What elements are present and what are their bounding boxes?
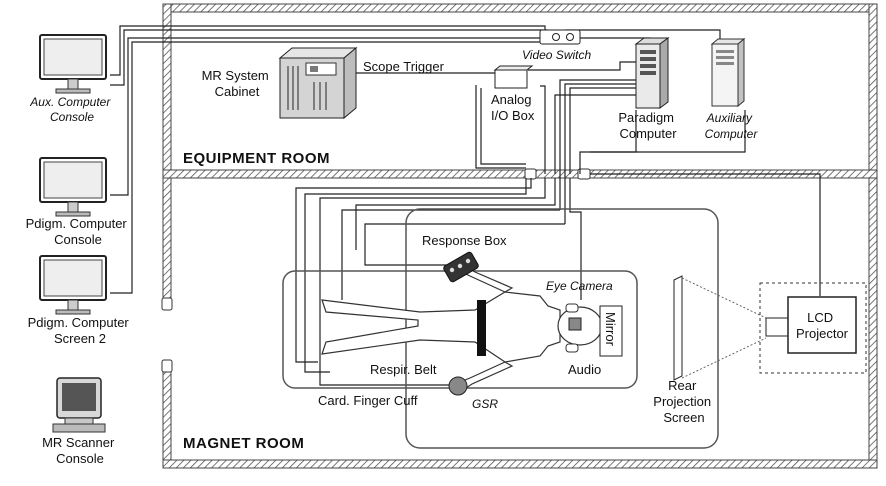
rear-screen [673, 275, 683, 381]
paradigm-tower-computer-icon [634, 37, 670, 109]
mirror-box [599, 305, 623, 357]
respiration-belt [477, 300, 486, 356]
pdigm-screen2-label: Pdigm. Computer Screen 2 [28, 315, 133, 346]
rear-screen-label: Rear Projection Screen [653, 378, 714, 425]
projector-enclosure [759, 282, 867, 374]
scope-trigger-label: Scope Trigger [363, 59, 445, 74]
patient-figure [321, 267, 603, 389]
pdigm-console-monitor-icon [39, 157, 107, 217]
mr-cabinet-server-cabinet-icon [278, 46, 358, 120]
scanner-console-label: MR Scanner Console [42, 435, 118, 466]
scanner-console-crt-monitor-icon [52, 377, 106, 433]
response-box-label: Response Box [422, 233, 507, 248]
eye-camera-icon [568, 317, 582, 331]
equipment-room-label: EQUIPMENT ROOM [183, 150, 330, 167]
cables [110, 25, 821, 386]
lcd-projector-label: LCD Projector [796, 310, 849, 341]
projection-beam [681, 277, 767, 379]
analog-io-label: Analog I/O Box [491, 92, 535, 123]
resp-belt-label: Respir. Belt [370, 362, 437, 377]
finger-cuff-label: Card. Finger Cuff [318, 393, 418, 408]
mirror-label: Mirror [603, 312, 618, 347]
gsr-label: GSR [472, 397, 498, 411]
pdigm-console-label: Pdigm. Computer Console [26, 216, 131, 247]
response-box-icon [443, 251, 479, 283]
aux-console-monitor-icon [39, 34, 107, 94]
auxiliary-computer-label: Auxiliary Computer [705, 111, 759, 141]
analog-io-box-icon [493, 65, 534, 89]
video-switch-switch-icon [539, 29, 581, 45]
video-switch-label: Video Switch [522, 48, 591, 62]
paradigm-computer-label: Paradigm Computer [618, 110, 677, 141]
pdigm-screen2-monitor-icon [39, 255, 107, 315]
aux-console-label: Aux. Computer Console [29, 95, 113, 124]
wall-penetrations [161, 168, 591, 373]
lcd-projector-icon [765, 296, 857, 354]
auxiliary-tower-computer-icon [710, 37, 746, 108]
audio-label: Audio [568, 362, 601, 377]
audio-headphones-icon [565, 303, 579, 353]
magnet-room-label: MAGNET ROOM [183, 435, 304, 452]
eye-camera-label: Eye Camera [546, 279, 613, 293]
gsr-sensor [448, 376, 468, 396]
mr-cabinet-label: MR System Cabinet [202, 68, 273, 99]
